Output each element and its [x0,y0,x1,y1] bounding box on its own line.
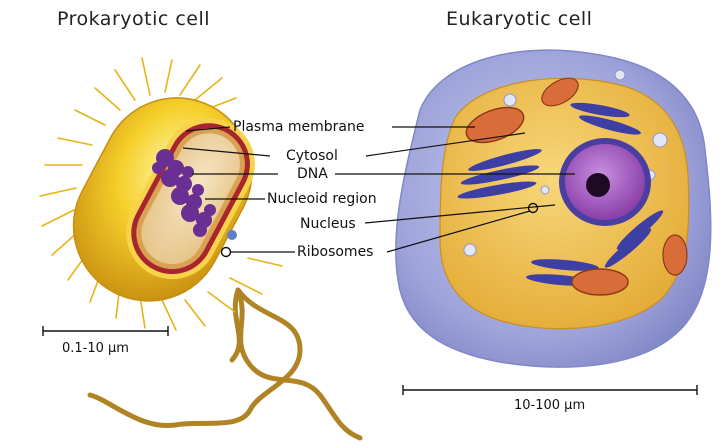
ribosome-marker [220,246,232,258]
label-plasma-membrane: Plasma membrane [233,119,365,135]
eukaryote-scale-label: 10-100 µm [514,398,586,413]
prokaryote-scale-label: 0.1-10 µm [62,341,129,356]
label-dna: DNA [297,166,328,182]
ribosome [227,230,237,240]
label-nucleoid-region: Nucleoid region [267,191,377,207]
flagellum [87,287,363,441]
mitochondrion [465,106,525,144]
prokaryote-cell [39,57,363,441]
vesicles [463,69,668,257]
nucleolus [586,173,610,197]
prokaryote-title: Prokaryotic cell [57,8,211,30]
nucleoid-dna [152,149,216,237]
label-cytosol: Cytosol [286,148,338,164]
eukaryote-title: Eukaryotic cell [446,8,593,30]
scale-bars [42,326,698,395]
leader-lines [182,126,575,253]
pili [39,57,283,331]
eukaryote-cell [395,49,712,368]
endoplasmic-reticulum [457,102,664,286]
label-ribosomes: Ribosomes [297,244,374,260]
label-nucleus: Nucleus [300,216,356,232]
